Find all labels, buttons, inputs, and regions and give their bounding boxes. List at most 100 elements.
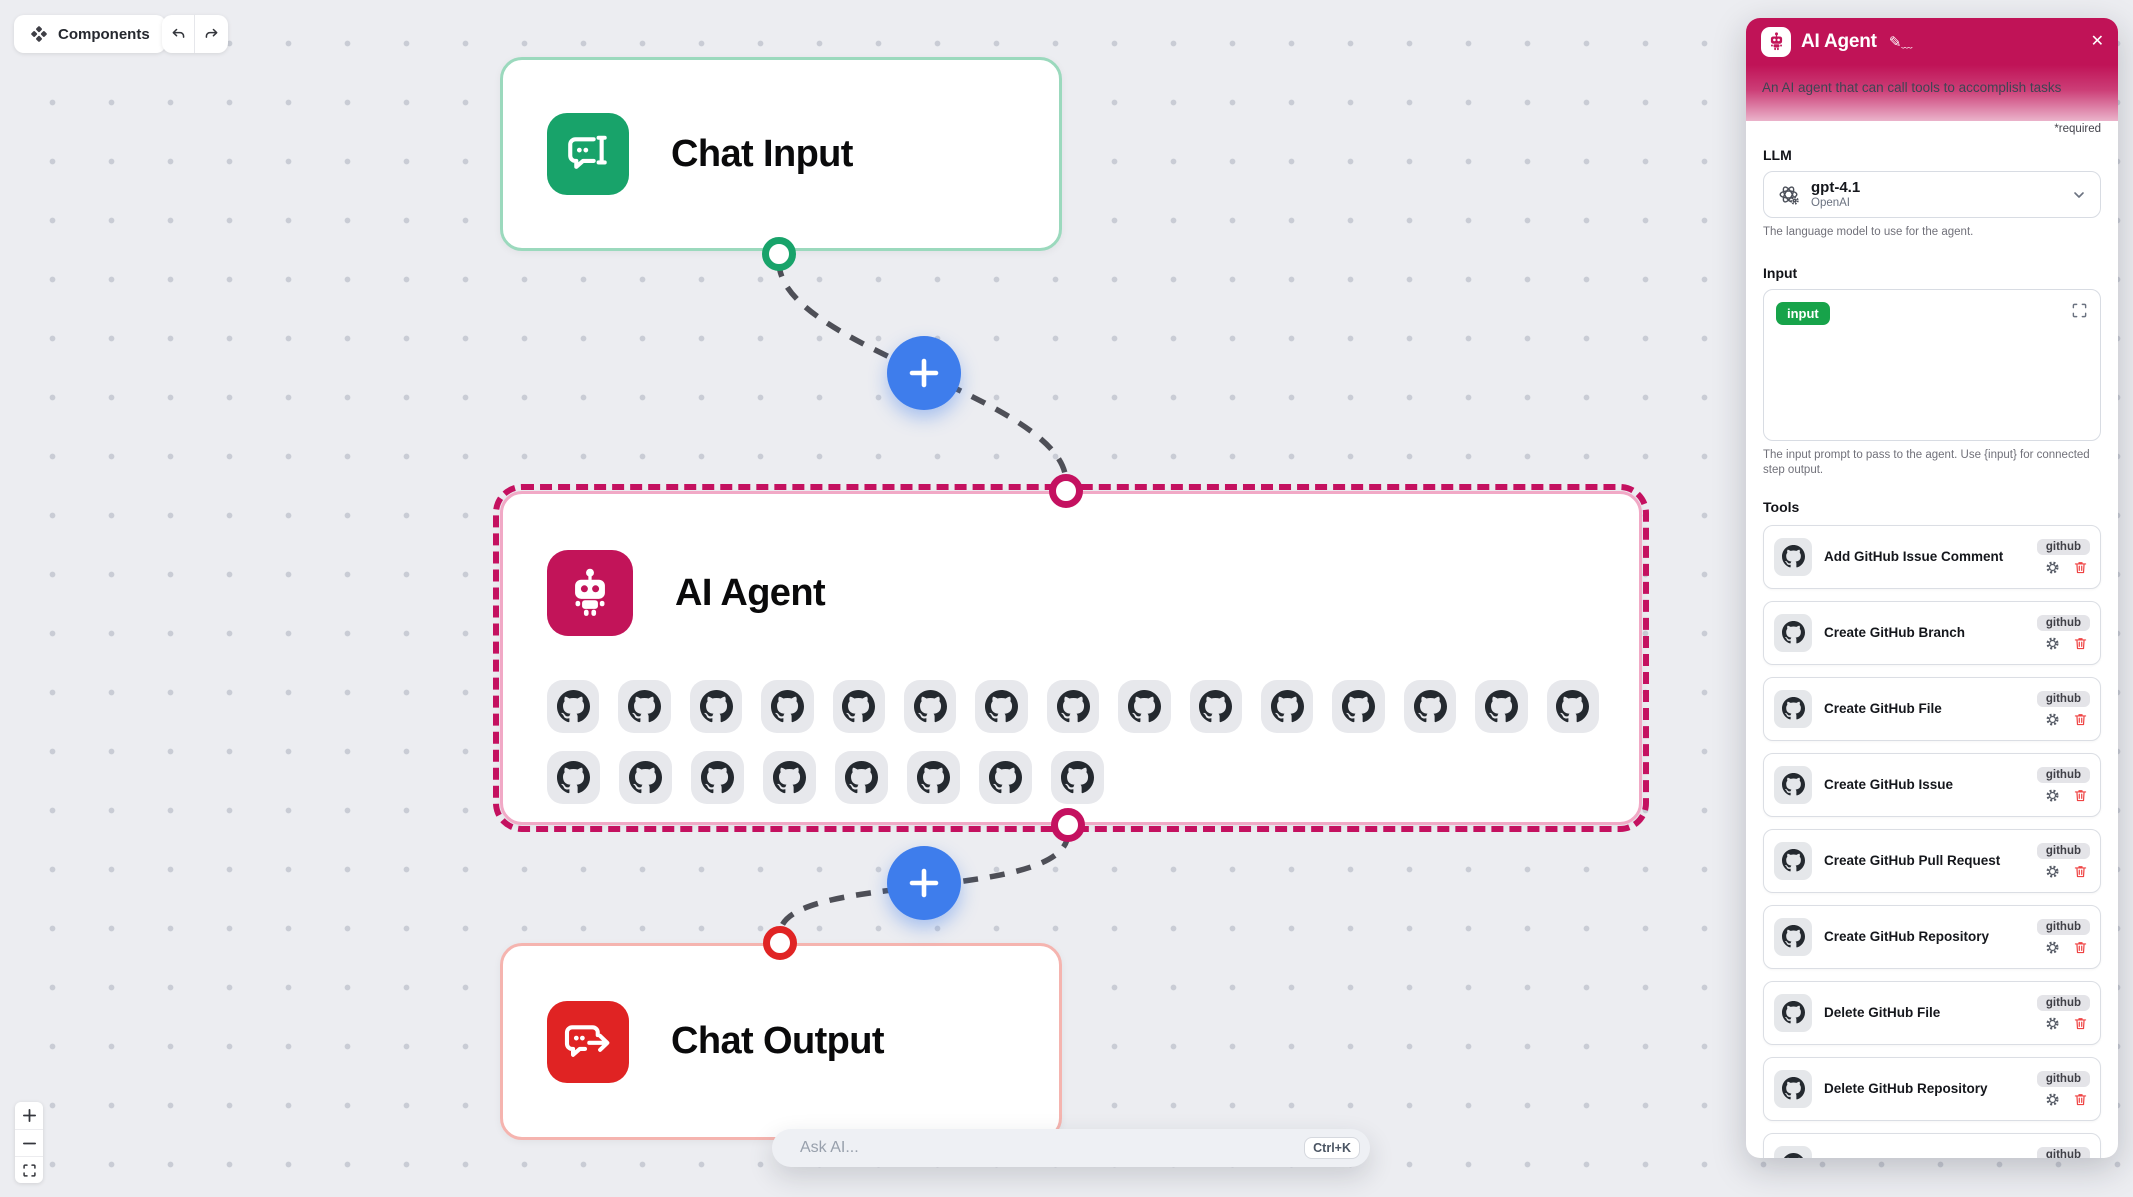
undo-button[interactable] bbox=[162, 15, 195, 53]
panel-description: An AI agent that can call tools to accom… bbox=[1762, 80, 2062, 95]
github-tool-icon bbox=[907, 751, 960, 804]
panel-title: AI Agent bbox=[1801, 30, 1877, 52]
tool-settings-icon[interactable] bbox=[2045, 788, 2060, 803]
llm-select[interactable]: gpt-4.1 OpenAI bbox=[1763, 171, 2101, 218]
tool-provider-badge: github bbox=[2036, 538, 2090, 555]
tool-name: Create GitHub File bbox=[1824, 701, 1942, 717]
add-node-button-top[interactable] bbox=[887, 336, 961, 410]
tool-card[interactable]: Delete GitHub File github bbox=[1763, 980, 2101, 1045]
github-icon bbox=[1774, 689, 1812, 728]
tool-delete-icon[interactable] bbox=[2073, 712, 2088, 727]
node-ai-agent[interactable]: AI Agent bbox=[493, 484, 1649, 832]
undo-icon bbox=[169, 25, 187, 43]
tool-name: Create GitHub Branch bbox=[1824, 625, 1966, 641]
tool-card[interactable]: Create GitHub File github bbox=[1763, 676, 2101, 741]
tool-settings-icon[interactable] bbox=[2045, 636, 2060, 651]
github-tool-icon bbox=[763, 751, 816, 804]
github-tool-icon bbox=[1046, 680, 1100, 733]
llm-provider-value: OpenAI bbox=[1811, 196, 1850, 209]
github-tool-icon bbox=[1475, 680, 1528, 733]
github-icon bbox=[1774, 841, 1812, 880]
tool-card[interactable]: github bbox=[1763, 1132, 2101, 1158]
zoom-out-button[interactable] bbox=[15, 1129, 43, 1156]
zoom-in-button[interactable] bbox=[15, 1102, 43, 1129]
ask-ai-bar[interactable]: Ask AI... Ctrl+K bbox=[772, 1129, 1370, 1167]
tool-delete-icon[interactable] bbox=[2073, 560, 2088, 575]
github-tool-icon bbox=[975, 680, 1028, 733]
zoom-controls bbox=[15, 1102, 43, 1183]
github-tool-icon bbox=[691, 751, 744, 804]
input-variable-chip: input bbox=[1776, 301, 1830, 325]
ai-agent-config-panel: AI Agent ✎﹏ ✕ An AI agent that can call … bbox=[1746, 18, 2118, 1158]
chat-input-icon bbox=[547, 113, 629, 195]
github-tool-icon bbox=[904, 680, 957, 733]
tool-settings-icon[interactable] bbox=[2045, 940, 2060, 955]
node-chat-output[interactable]: Chat Output bbox=[500, 943, 1062, 1140]
github-tool-icon bbox=[1189, 680, 1243, 733]
github-tool-icon bbox=[979, 751, 1032, 804]
tool-delete-icon[interactable] bbox=[2073, 864, 2088, 879]
close-panel-icon[interactable]: ✕ bbox=[2090, 32, 2104, 50]
chat-input-title: Chat Input bbox=[671, 132, 853, 175]
tool-settings-icon[interactable] bbox=[2045, 560, 2060, 575]
github-tool-icon bbox=[761, 680, 814, 733]
tool-name: Delete GitHub File bbox=[1824, 1005, 1941, 1021]
input-prompt-field[interactable]: input bbox=[1763, 288, 2101, 441]
github-tool-icon bbox=[618, 680, 671, 733]
tool-provider-badge: github bbox=[2036, 766, 2090, 783]
tool-settings-icon[interactable] bbox=[2045, 1016, 2060, 1031]
tool-settings-icon[interactable] bbox=[2045, 712, 2060, 727]
tool-card[interactable]: Create GitHub Branch github bbox=[1763, 600, 2101, 665]
tool-delete-icon[interactable] bbox=[2073, 1092, 2088, 1107]
tool-delete-icon[interactable] bbox=[2073, 788, 2088, 803]
tool-delete-icon[interactable] bbox=[2073, 636, 2088, 651]
github-tool-icon bbox=[619, 751, 672, 804]
github-tool-icon bbox=[689, 680, 743, 733]
tool-card[interactable]: Delete GitHub Repository github bbox=[1763, 1056, 2101, 1121]
ai-agent-icon bbox=[547, 550, 633, 636]
ai-agent-tool-icons bbox=[547, 680, 1600, 804]
tool-card[interactable]: Create GitHub Issue github bbox=[1763, 752, 2101, 817]
node-chat-input[interactable]: Chat Input bbox=[500, 57, 1062, 251]
expand-icon[interactable] bbox=[2071, 302, 2088, 324]
tool-name: Create GitHub Pull Request bbox=[1824, 853, 2001, 869]
llm-label: LLM bbox=[1763, 147, 1792, 163]
redo-button[interactable] bbox=[195, 15, 228, 53]
tool-card[interactable]: Create GitHub Repository github bbox=[1763, 904, 2101, 969]
components-button-label: Components bbox=[58, 25, 150, 43]
tool-name: Create GitHub Issue bbox=[1824, 777, 1954, 793]
llm-model-value: gpt-4.1 bbox=[1811, 179, 1861, 197]
github-icon bbox=[1774, 993, 1812, 1032]
tool-provider-badge: github bbox=[2036, 1070, 2090, 1087]
tool-card[interactable]: Create GitHub Pull Request github bbox=[1763, 828, 2101, 893]
input-label: Input bbox=[1763, 264, 1798, 281]
tool-name: Create GitHub Repository bbox=[1824, 929, 1990, 945]
chat-output-title: Chat Output bbox=[671, 1020, 885, 1062]
ai-agent-title: AI Agent bbox=[675, 571, 826, 614]
tool-name: Add GitHub Issue Comment bbox=[1824, 549, 2004, 565]
github-tool-icon bbox=[1546, 680, 1600, 733]
github-tool-icon bbox=[832, 680, 886, 733]
chat-output-icon bbox=[547, 1000, 629, 1083]
github-tool-icon bbox=[547, 680, 600, 733]
tools-list: Add GitHub Issue Comment github Create G… bbox=[1763, 524, 2101, 1158]
github-tool-icon bbox=[547, 751, 600, 804]
github-tool-icon bbox=[1332, 680, 1385, 733]
tool-provider-badge: github bbox=[2036, 690, 2090, 707]
tool-delete-icon[interactable] bbox=[2073, 1016, 2088, 1031]
tool-card[interactable]: Add GitHub Issue Comment github bbox=[1763, 524, 2101, 589]
fit-view-button[interactable] bbox=[15, 1156, 43, 1183]
tools-label: Tools bbox=[1763, 498, 1800, 515]
panel-hero: AI Agent ✎﹏ ✕ An AI agent that can call … bbox=[1746, 18, 2118, 121]
panel-robot-icon bbox=[1761, 26, 1791, 57]
add-node-button-bottom[interactable] bbox=[887, 846, 961, 920]
github-tool-icon bbox=[1051, 751, 1104, 804]
tool-settings-icon[interactable] bbox=[2045, 864, 2060, 879]
github-icon bbox=[1774, 1145, 1812, 1158]
tool-settings-icon[interactable] bbox=[2045, 1092, 2060, 1107]
tool-delete-icon[interactable] bbox=[2073, 940, 2088, 955]
components-button[interactable]: Components bbox=[14, 15, 166, 53]
tool-name: Delete GitHub Repository bbox=[1824, 1081, 1988, 1097]
edit-title-icon[interactable]: ✎﹏ bbox=[1888, 33, 1913, 51]
tool-provider-badge: github bbox=[2036, 842, 2090, 859]
